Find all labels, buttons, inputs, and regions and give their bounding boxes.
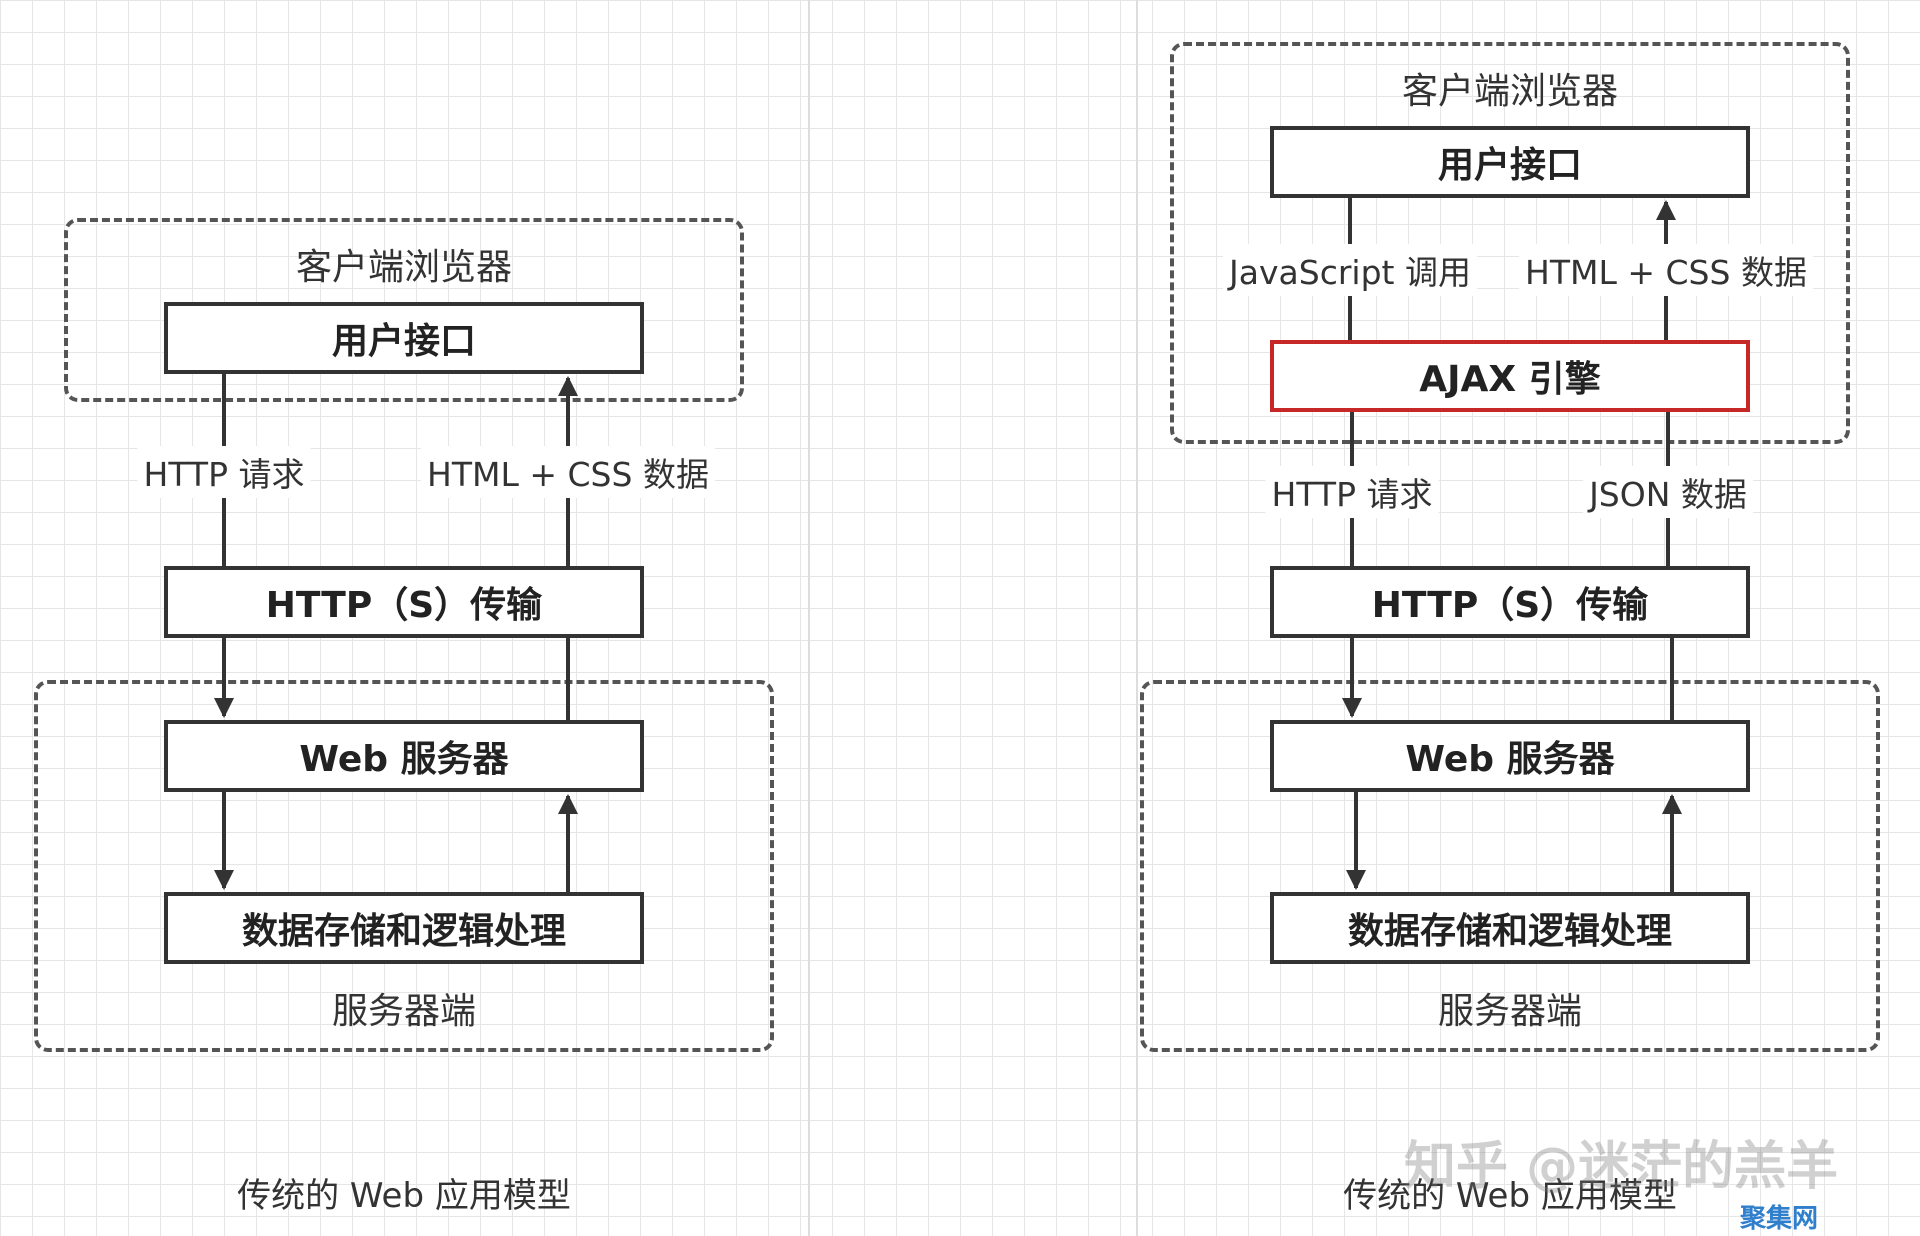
traditional-web-server-box[interactable]: Web 服务器 (164, 720, 644, 792)
ajax-ui-box[interactable]: 用户接口 (1270, 126, 1750, 198)
traditional-ui-box[interactable]: 用户接口 (164, 302, 644, 374)
ajax-transport-box[interactable]: HTTP（S）传输 (1270, 566, 1750, 638)
traditional-server-label: 服务器端 (331, 991, 477, 1032)
ajax-http-request-label: HTTP 请求 (1265, 466, 1439, 518)
traditional-caption: 传统的 Web 应用模型 (237, 1176, 571, 1216)
ajax-engine-box[interactable]: AJAX 引擎 (1270, 340, 1750, 412)
watermark-text: 知乎 @迷茫的羔羊 (1404, 1137, 1839, 1197)
ajax-caption: 传统的 Web 应用模型 (1343, 1176, 1677, 1216)
traditional-data-box[interactable]: 数据存储和逻辑处理 (164, 892, 644, 964)
traditional-html-css-data-label: HTML + CSS 数据 (421, 446, 715, 498)
ajax-server-container (1140, 680, 1880, 1052)
ajax-client-label: 客户端浏览器 (1401, 71, 1619, 112)
traditional-server-container (34, 680, 774, 1052)
ajax-web-server-box[interactable]: Web 服务器 (1270, 720, 1750, 792)
lane-divider (1136, 0, 1138, 1236)
traditional-transport-box[interactable]: HTTP（S）传输 (164, 566, 644, 638)
traditional-client-label: 客户端浏览器 (295, 247, 513, 288)
watermark-sub: 聚集网 (1740, 1204, 1819, 1234)
ajax-data-box[interactable]: 数据存储和逻辑处理 (1270, 892, 1750, 964)
ajax-server-label: 服务器端 (1437, 991, 1583, 1032)
ajax-js-call-label: JavaScript 调用 (1223, 244, 1477, 296)
ajax-html-css-data-label: HTML + CSS 数据 (1519, 244, 1813, 296)
traditional-client-container (64, 218, 744, 402)
ajax-client-container (1170, 42, 1850, 444)
ajax-json-data-label: JSON 数据 (1583, 466, 1753, 518)
traditional-http-request-label: HTTP 请求 (137, 446, 311, 498)
lane-divider (808, 0, 810, 1236)
